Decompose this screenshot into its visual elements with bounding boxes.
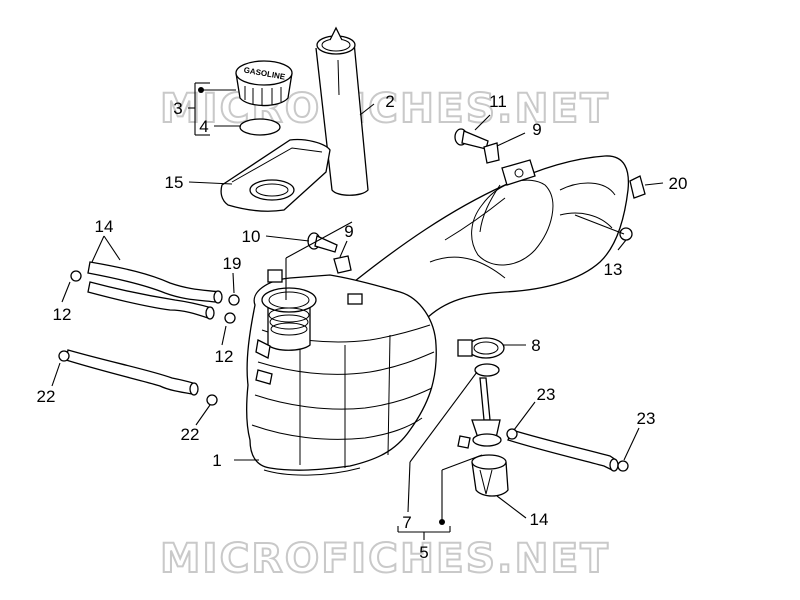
hose-14-upper	[87, 261, 223, 304]
callout-22-right: 22	[181, 425, 200, 444]
fuel-tap	[457, 377, 502, 449]
filter-cup	[471, 454, 509, 497]
callout-8: 8	[531, 336, 540, 355]
callout-9-lower: 9	[344, 222, 353, 241]
callout-23-left: 23	[537, 385, 556, 404]
callout-23-right: 23	[637, 409, 656, 428]
watermark-bottom: MICROFICHES.NET	[160, 536, 610, 582]
callout-5: 5	[419, 543, 428, 562]
bolt-11	[454, 128, 489, 150]
callout-9-upper: 9	[532, 120, 541, 139]
cap-gasket	[239, 118, 281, 136]
o-ring-7	[474, 363, 500, 377]
clip-20	[629, 175, 646, 199]
hose-23	[507, 429, 619, 472]
clamp-23-right	[617, 460, 629, 472]
bullet-dot-5	[439, 519, 445, 525]
fuel-cap: GASOLINE	[235, 60, 293, 107]
callout-11: 11	[489, 92, 507, 111]
bolt-10	[307, 232, 338, 253]
hose-14-lower	[87, 281, 215, 320]
clamp-22-left	[58, 350, 70, 362]
callout-15: 15	[165, 173, 184, 192]
callout-22-left: 22	[37, 387, 56, 406]
clamp-12-left	[70, 270, 82, 282]
clamp-12-right	[224, 312, 236, 324]
callout-10: 10	[242, 227, 261, 246]
clamp-8	[457, 337, 505, 359]
callout-14-right: 14	[530, 510, 549, 529]
callout-13: 13	[604, 260, 623, 279]
callout-20: 20	[669, 174, 688, 193]
hose-22	[65, 349, 199, 396]
clip-9-upper	[483, 142, 500, 164]
filler-tray	[220, 138, 331, 212]
clamp-22-right	[206, 394, 218, 406]
clamp-23-left	[506, 428, 518, 440]
callouts: 3 4 2 15 14 10 9 19 12 12 22 22 1 11 9 2…	[37, 92, 688, 562]
clamp-19	[228, 294, 240, 306]
callout-12-right: 12	[215, 347, 234, 366]
callout-12-left: 12	[53, 305, 72, 324]
fuel-tank	[246, 155, 630, 476]
callout-4: 4	[199, 117, 208, 136]
watermark-top: MICROFICHES.NET	[160, 86, 610, 132]
callout-3: 3	[173, 99, 182, 118]
callout-14-left: 14	[95, 217, 114, 236]
callout-1: 1	[212, 451, 221, 470]
leader-lines	[51, 82, 664, 540]
nut-13	[619, 227, 633, 241]
clip-9-lower	[333, 255, 352, 274]
callout-7: 7	[402, 513, 411, 532]
callout-19: 19	[223, 254, 242, 273]
callout-2: 2	[385, 92, 394, 111]
bullet-dot-3	[198, 87, 204, 93]
